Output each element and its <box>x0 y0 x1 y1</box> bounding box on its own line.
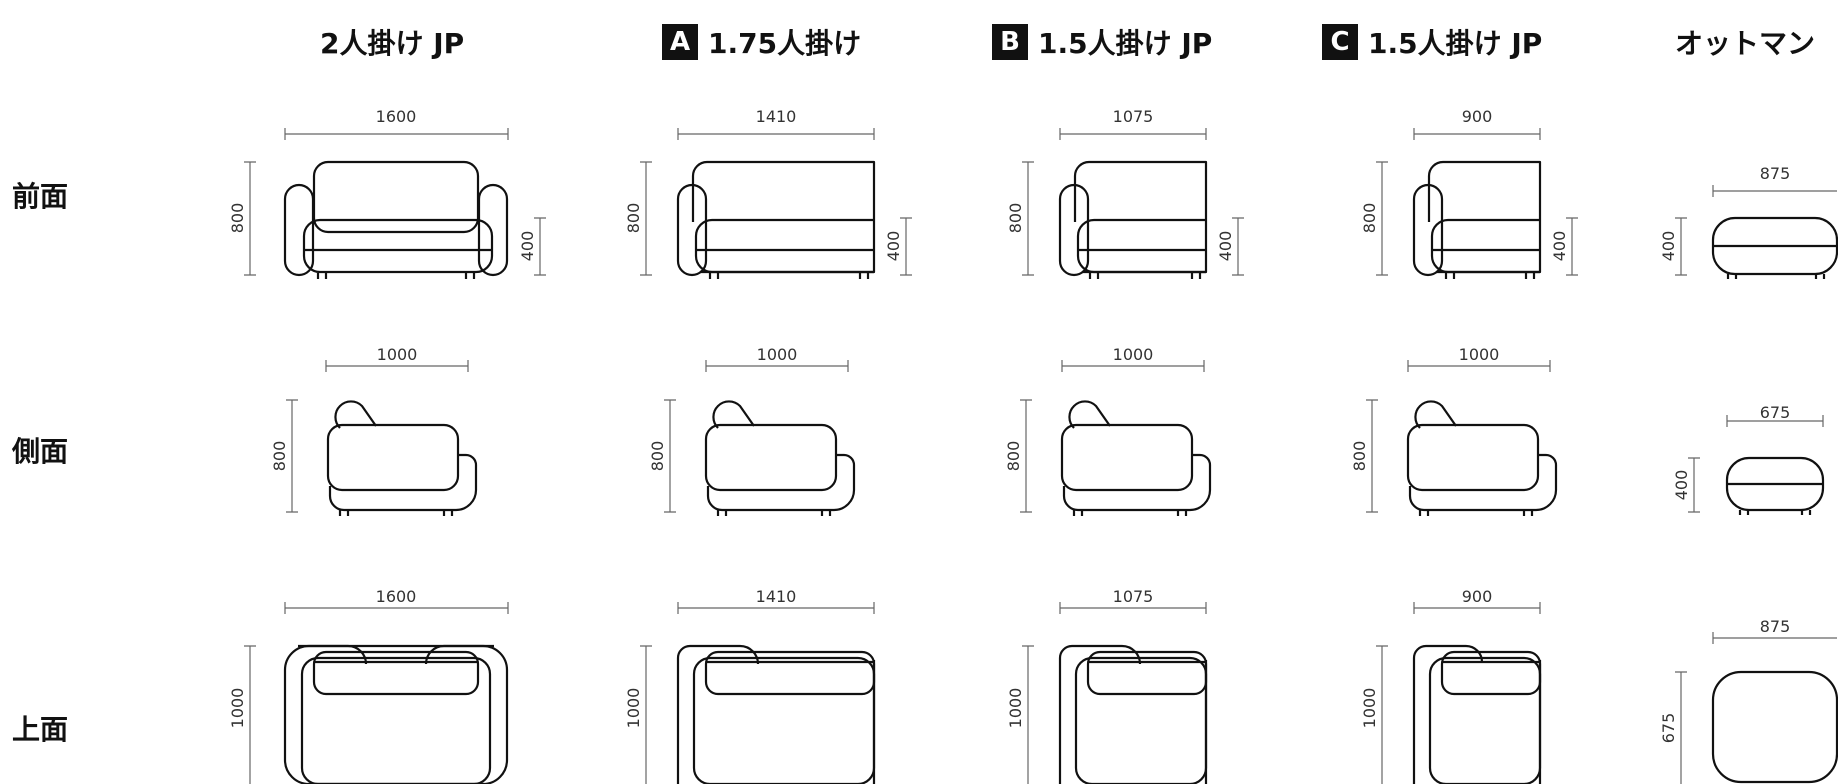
sofa-a-top <box>676 644 876 784</box>
dim-front-height-ottoman: 400 <box>1659 231 1678 262</box>
sofa-c-side <box>1406 400 1558 516</box>
column-title: 1.5人掛け JP <box>1368 27 1543 60</box>
dim-front-height-2seat: 800 <box>228 203 247 234</box>
column-header-c: C 1.5人掛け JP <box>1322 22 1542 62</box>
dim-top-width-a: 1410 <box>756 587 797 606</box>
row-label-front: 前面 <box>12 180 69 213</box>
dim-front-width-2seat: 1600 <box>376 107 417 126</box>
sofa-2seat-side <box>326 400 478 516</box>
column-header-2seat-jp: 2人掛け JP <box>320 22 464 62</box>
column-title: 2人掛け JP <box>320 27 465 60</box>
dimension-labels: 1600 1410 1075 900 875 800 800 800 800 4… <box>228 107 1790 743</box>
dimension-lines <box>244 128 1837 784</box>
dim-top-width-b: 1075 <box>1113 587 1154 606</box>
sofa-2seat-front <box>283 160 509 279</box>
badge-b: B <box>992 24 1028 60</box>
dim-top-width-2seat: 1600 <box>376 587 417 606</box>
dim-front-height-b: 800 <box>1006 203 1025 234</box>
dim-seat-height-a: 400 <box>884 231 903 262</box>
dim-seat-height-2seat: 400 <box>518 231 537 262</box>
dim-side-height-2seat: 800 <box>270 441 289 472</box>
column-title: 1.75人掛け <box>708 27 862 60</box>
column-header-b: B 1.5人掛け JP <box>992 22 1212 62</box>
badge-a: A <box>662 24 698 60</box>
dim-front-width-a: 1410 <box>756 107 797 126</box>
sofa-b-front <box>1058 160 1208 279</box>
sofa-b-top <box>1058 644 1208 784</box>
row-label-side: 側面 <box>12 435 69 468</box>
ottoman-front <box>1711 216 1838 279</box>
dim-top-depth-c: 1000 <box>1360 688 1379 729</box>
sofa-a-side <box>704 400 856 516</box>
dim-top-depth-2seat: 1000 <box>228 688 247 729</box>
dim-side-height-ottoman: 400 <box>1672 470 1691 501</box>
sofa-b-side <box>1060 400 1212 516</box>
dim-side-width-ottoman: 675 <box>1760 403 1791 422</box>
dim-front-width-c: 900 <box>1462 107 1493 126</box>
column-title: 1.5人掛け JP <box>1038 27 1213 60</box>
column-title: オットマン <box>1675 27 1816 60</box>
dim-seat-height-c: 400 <box>1550 231 1569 262</box>
dim-side-width-a: 1000 <box>757 345 798 364</box>
dim-top-width-c: 900 <box>1462 587 1493 606</box>
dim-front-width-b: 1075 <box>1113 107 1154 126</box>
dim-side-width-b: 1000 <box>1113 345 1154 364</box>
dim-seat-height-b: 400 <box>1216 231 1235 262</box>
ottoman-side <box>1725 456 1825 515</box>
dim-side-height-c: 800 <box>1350 441 1369 472</box>
dim-front-width-ottoman: 875 <box>1760 164 1791 183</box>
dim-front-height-a: 800 <box>624 203 643 234</box>
sofa-c-front <box>1412 160 1542 279</box>
ottoman-top <box>1711 670 1838 784</box>
column-header-ottoman: オットマン <box>1675 22 1815 62</box>
dim-top-depth-a: 1000 <box>624 688 643 729</box>
dim-top-depth-b: 1000 <box>1006 688 1025 729</box>
dim-side-height-b: 800 <box>1004 441 1023 472</box>
dim-side-height-a: 800 <box>648 441 667 472</box>
sofa-2seat-top <box>283 644 509 784</box>
row-label-top: 上面 <box>12 713 69 746</box>
badge-c: C <box>1322 24 1358 60</box>
dim-side-width-2seat: 1000 <box>377 345 418 364</box>
dim-top-depth-ottoman: 675 <box>1659 713 1678 744</box>
dim-side-width-c: 1000 <box>1459 345 1500 364</box>
sofa-a-front <box>676 160 876 279</box>
dim-top-width-ottoman: 875 <box>1760 617 1791 636</box>
dim-front-height-c: 800 <box>1360 203 1379 234</box>
column-header-a: A 1.75人掛け <box>662 22 861 62</box>
sofa-c-top <box>1412 644 1542 784</box>
